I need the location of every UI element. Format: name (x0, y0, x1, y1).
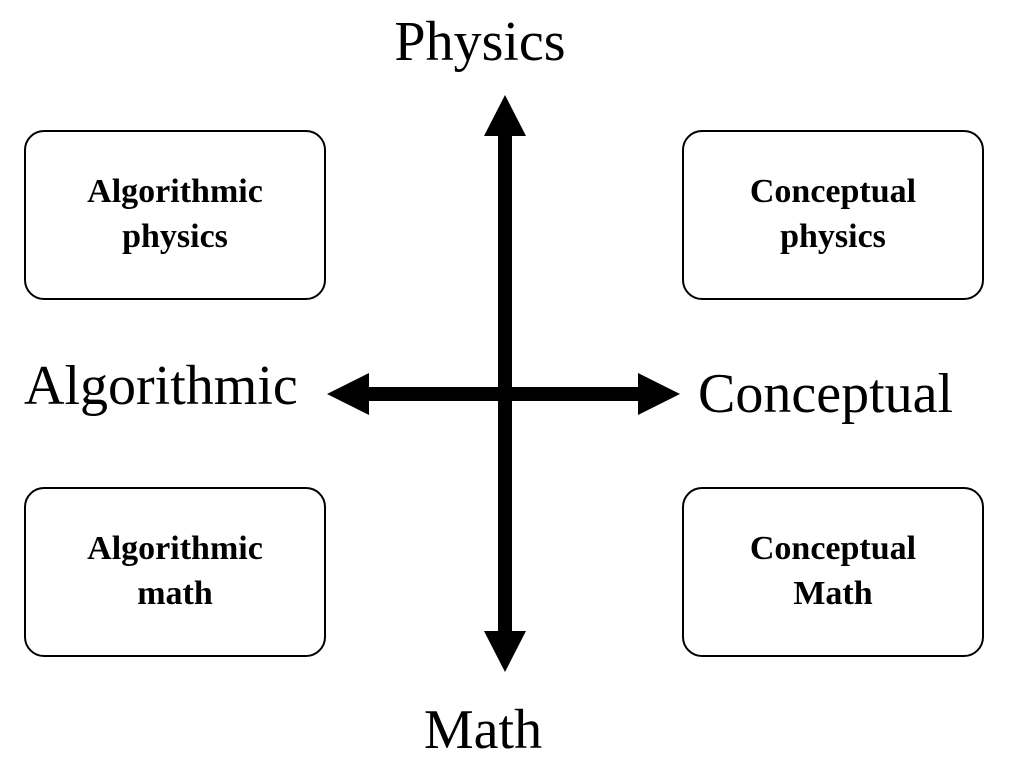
quadrant-line-1: Conceptual (749, 173, 917, 211)
axis-label-conceptual: Conceptual (698, 363, 954, 425)
quadrant-line-1: Algorithmic (87, 530, 263, 568)
arrow-left-icon (327, 373, 369, 415)
quadrant-conceptual-math: Conceptual Math (682, 487, 984, 657)
axis-label-algorithmic: Algorithmic (24, 355, 298, 417)
quadrant-line-2: math (137, 575, 213, 612)
quadrant-line-2: Math (793, 575, 873, 612)
quadrant-conceptual-physics: Conceptual physics (682, 130, 984, 300)
quadrant-line-1: Conceptual (749, 530, 917, 568)
axis-label-math: Math (423, 699, 543, 761)
arrow-right-icon (638, 373, 680, 415)
quadrant-line-2: physics (122, 218, 228, 255)
axis-label-physics: Physics (394, 11, 566, 73)
quadrant-algorithmic-math: Algorithmic math (24, 487, 326, 657)
quadrant-line-2: physics (780, 218, 886, 255)
quadrant-algorithmic-physics: Algorithmic physics (24, 130, 326, 300)
arrow-down-icon (484, 631, 526, 672)
arrow-up-icon (484, 95, 526, 136)
quadrant-line-1: Algorithmic (87, 173, 263, 211)
